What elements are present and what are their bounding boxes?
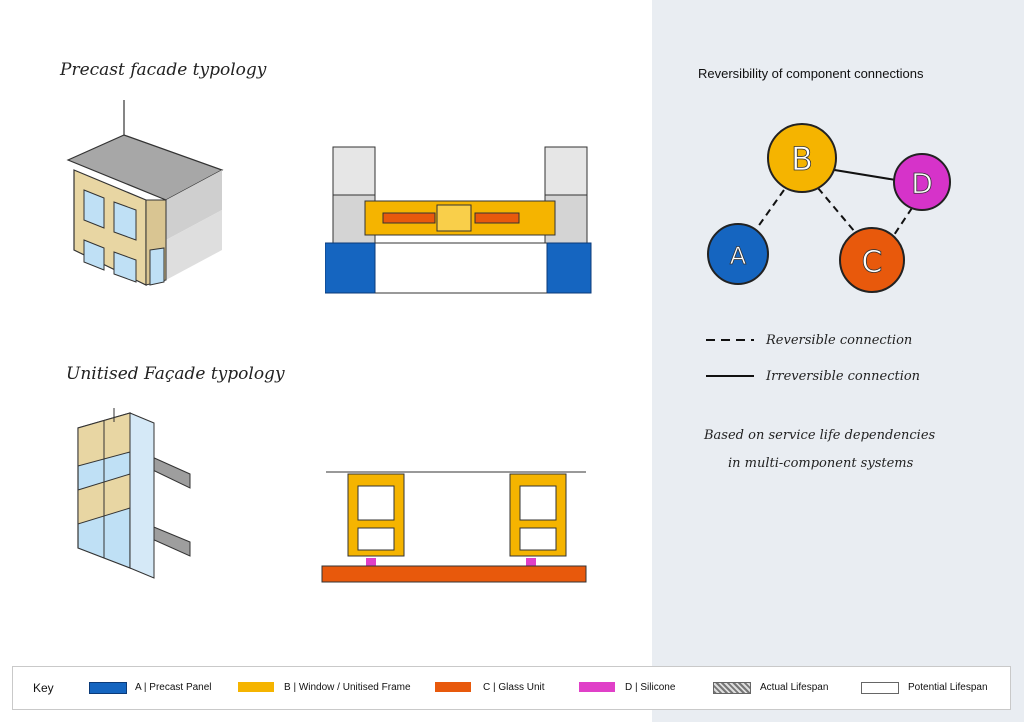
key-title: Key (33, 681, 54, 695)
swatch-potential-lifespan (861, 682, 899, 694)
unitised-facade-sketch (77, 408, 191, 579)
swatch-window-frame (238, 682, 274, 692)
reversible-connection-label: Reversible connection (766, 333, 913, 348)
svg-text:B: B (791, 140, 813, 178)
note-line-2: in multi-component systems (728, 456, 914, 471)
note-line-1: Based on service life dependencies (704, 428, 936, 443)
key-legend: Key A | Precast Panel B | Window / Uniti… (12, 666, 1011, 710)
line-legend-symbols (706, 339, 754, 377)
node-c: C (839, 227, 905, 293)
precast-facade-sketch (66, 100, 224, 286)
right-panel (652, 0, 1024, 722)
key-label-potential-lifespan: Potential Lifespan (908, 682, 988, 693)
key-label-glass-unit: C | Glass Unit (483, 682, 545, 693)
irreversible-connection-label: Irreversible connection (766, 369, 921, 384)
node-a: A (707, 223, 769, 285)
connection-diagram: B D A C (707, 123, 951, 293)
swatch-precast-panel (89, 682, 127, 694)
swatch-actual-lifespan (713, 682, 751, 694)
key-label-actual-lifespan: Actual Lifespan (760, 682, 829, 693)
key-label-precast-panel: A | Precast Panel (135, 682, 212, 693)
svg-text:C: C (862, 245, 883, 280)
svg-text:A: A (730, 242, 747, 270)
key-label-window-frame: B | Window / Unitised Frame (284, 682, 411, 693)
unitised-facade-title: Unitised Façade typology (66, 364, 285, 384)
reversibility-title: Reversibility of component connections (698, 66, 924, 81)
swatch-silicone (579, 682, 615, 692)
svg-text:D: D (911, 167, 933, 200)
unitised-section-drawing (321, 471, 587, 583)
precast-facade-title: Precast facade typology (60, 60, 267, 80)
node-b: B (767, 123, 837, 193)
precast-section-drawing (325, 146, 592, 294)
node-d: D (893, 153, 951, 211)
swatch-glass-unit (435, 682, 471, 692)
key-label-silicone: D | Silicone (625, 682, 676, 693)
